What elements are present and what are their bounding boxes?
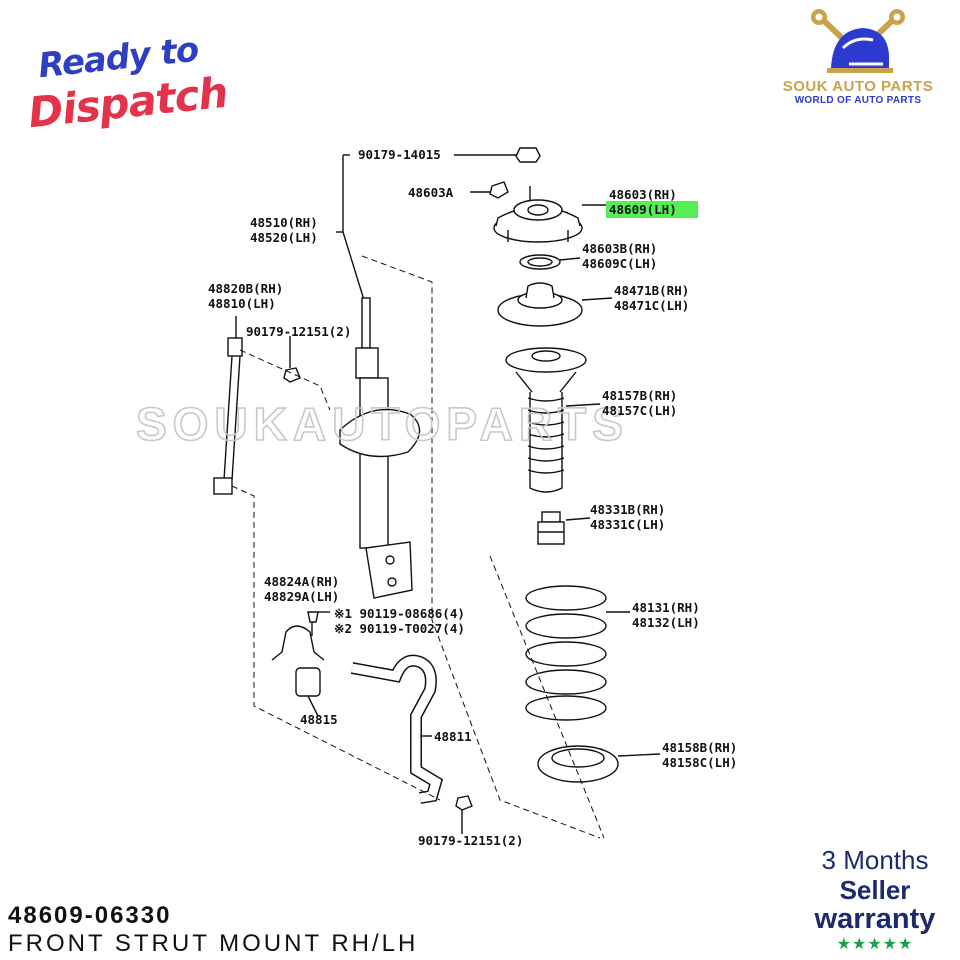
label-48829a-lh: 48829A(LH) [264,589,339,604]
strut-assembly [339,297,421,599]
label-90119-t0027: ※2 90119-T0027(4) [334,621,465,636]
guide-strut-to-spring [361,255,601,839]
label-48471b-rh: 48471B(RH) [614,283,689,298]
logo-tagline: WORLD OF AUTO PARTS [794,95,922,106]
watermark: SOUKAUTOPARTS [136,398,629,450]
nut-90179-12151-top [283,367,301,383]
souk-auto-parts-logo: SOUK AUTO PARTS WORLD OF AUTO PARTS [760,8,956,118]
part-description: FRONT STRUT MOUNT RH/LH [8,930,419,957]
upper-spring-seat [497,282,583,327]
label-90179-12151-bottom: 90179-12151(2) [418,833,523,848]
label-48157c-lh: 48157C(LH) [602,403,677,418]
label-48331b-rh: 48331B(RH) [590,502,665,517]
logo-name: SOUK AUTO PARTS [782,78,934,95]
label-48609c-lh: 48609C(LH) [582,256,657,271]
label-48510-rh: 48510(RH) [250,215,318,230]
part-code: 48609-06330 [8,902,172,929]
label-48331c-lh: 48331C(LH) [590,517,665,532]
coil-spring [525,585,607,721]
warranty-badge: 3 Months Seller warranty ★★★★★ [790,845,960,953]
dust-boot [505,347,587,493]
warranty-duration: 3 Months [821,845,929,875]
label-48603-rh: 48603(RH) [609,187,677,202]
guide-link-to-bar [239,349,331,411]
bushing-bracket [271,625,325,661]
label-48131-rh: 48131(RH) [632,600,700,615]
label-48132-lh: 48132(LH) [632,615,700,630]
warranty-word: warranty [814,903,936,935]
label-90179-14015: 90179-14015 [358,147,441,162]
bump-stop [537,511,565,545]
label-90179-12151-top: 90179-12151(2) [246,324,351,339]
warranty-seller: Seller [839,875,911,905]
nut-48603a [489,181,509,199]
wrench-helmet-icon [811,9,905,73]
label-48609-lh: 48609(LH) [609,202,677,217]
label-48820b-rh: 48820B(RH) [208,281,283,296]
star-rating-icon: ★★★★★ [836,934,914,953]
label-48158b-rh: 48158B(RH) [662,740,737,755]
strut-mount [493,186,583,243]
label-48520-lh: 48520(LH) [250,230,318,245]
label-48603a: 48603A [408,185,454,200]
label-90119-08686: ※1 90119-08686(4) [334,606,465,621]
stabilizer-link [213,337,243,495]
lower-spring-seat [537,745,619,783]
bushing-48815 [295,667,321,697]
label-48811: 48811 [434,729,472,744]
highlight-48609 [606,201,698,218]
label-48158c-lh: 48158C(LH) [662,755,737,770]
label-48157b-rh: 48157B(RH) [602,388,677,403]
label-48471c-lh: 48471C(LH) [614,298,689,313]
label-48603b-rh: 48603B(RH) [582,241,657,256]
bearing-48603b [519,254,561,270]
label-48824a-rh: 48824A(RH) [264,574,339,589]
bolt [307,611,319,636]
label-48810-lh: 48810(LH) [208,296,276,311]
guide-link-lower [231,485,441,801]
nut-90179-12151-bottom [455,795,473,811]
label-48815: 48815 [300,712,338,727]
top-nut [515,147,541,163]
